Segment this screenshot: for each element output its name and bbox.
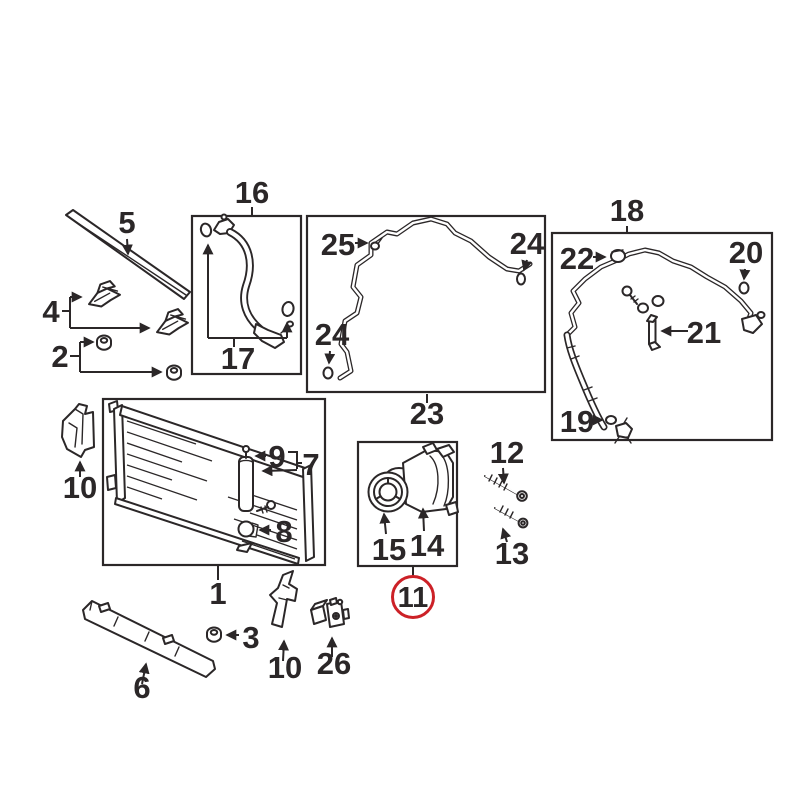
callout-18[interactable]: 18 <box>610 193 644 228</box>
box-23 <box>305 214 547 394</box>
part-9-cap <box>242 445 250 453</box>
callout-19[interactable]: 19 <box>560 404 594 439</box>
leader-24-left <box>324 350 336 365</box>
part-11-compressor-drawing <box>367 442 459 516</box>
box-1 <box>101 397 327 567</box>
callout-13[interactable]: 13 <box>495 536 529 571</box>
callout-10-bottom[interactable]: 10 <box>268 650 302 685</box>
callout-6[interactable]: 6 <box>133 670 150 705</box>
callout-15[interactable]: 15 <box>372 532 406 567</box>
cap-22 <box>610 249 626 263</box>
part-2-grommet-drawings <box>96 334 182 381</box>
part-8-clamp-drawing <box>236 520 259 553</box>
leader-5 <box>121 238 133 256</box>
part-10-bottom-bracket-drawing <box>269 570 298 628</box>
part-12-bolt-drawing <box>484 474 528 502</box>
part-6-air-guide-drawing <box>82 600 216 678</box>
callout-3[interactable]: 3 <box>242 620 259 655</box>
part-16-hose-drawing <box>199 213 295 349</box>
callout-24-left[interactable]: 24 <box>315 317 350 352</box>
part-18-pipe-drawing <box>563 247 766 444</box>
callout-5[interactable]: 5 <box>118 205 135 240</box>
callout-4[interactable]: 4 <box>42 294 60 329</box>
part-23-pipe-drawing <box>322 216 533 381</box>
callout-12[interactable]: 12 <box>490 435 524 470</box>
leader-12 <box>497 467 509 485</box>
callout-20[interactable]: 20 <box>729 235 763 270</box>
leader-15 <box>379 512 391 535</box>
box-18 <box>550 231 774 442</box>
callout-14[interactable]: 14 <box>410 528 445 563</box>
o-ring-20 <box>738 281 750 295</box>
leader-10-bottom <box>278 639 290 662</box>
leader-24-right <box>521 259 532 272</box>
o-ring-24-right <box>516 272 526 286</box>
part-13-bolt-drawing <box>494 505 529 529</box>
callout-26[interactable]: 26 <box>317 646 351 681</box>
callout-9[interactable]: 9 <box>268 439 285 474</box>
drier-bolt-drawing <box>256 500 276 514</box>
callout-1[interactable]: 1 <box>209 576 226 611</box>
callout-17[interactable]: 17 <box>221 341 255 376</box>
leader-2-stem <box>70 342 81 372</box>
callout-8[interactable]: 8 <box>275 514 292 549</box>
callout-24-right[interactable]: 24 <box>510 226 545 261</box>
bracket-21 <box>646 314 661 351</box>
part-26-switch-drawing <box>310 597 350 628</box>
box-16 <box>190 214 303 376</box>
leader-7 <box>261 465 298 477</box>
highlight-circle-11 <box>391 575 435 619</box>
leader-7-stem <box>288 451 302 469</box>
part-7-receiver-drier-drawing <box>238 445 254 512</box>
callout-22[interactable]: 22 <box>560 241 594 276</box>
callout-21[interactable]: 21 <box>687 315 721 350</box>
callout-11[interactable]: 11 <box>398 582 429 614</box>
leader-4-stem <box>62 297 71 328</box>
leader-14 <box>417 507 429 532</box>
leader-13 <box>500 527 512 543</box>
callout-7[interactable]: 7 <box>302 447 319 482</box>
o-ring-19 <box>605 415 617 425</box>
part-10-left-bracket-drawing <box>61 403 95 458</box>
leader-17-stem <box>208 337 287 347</box>
callout-2[interactable]: 2 <box>51 339 68 374</box>
callout-16[interactable]: 16 <box>235 175 269 210</box>
leader-20 <box>739 268 751 281</box>
callout-25[interactable]: 25 <box>321 227 355 262</box>
o-ring-24-left <box>322 366 334 380</box>
part-3-grommet-drawing <box>206 626 222 643</box>
leader-6 <box>138 662 150 685</box>
